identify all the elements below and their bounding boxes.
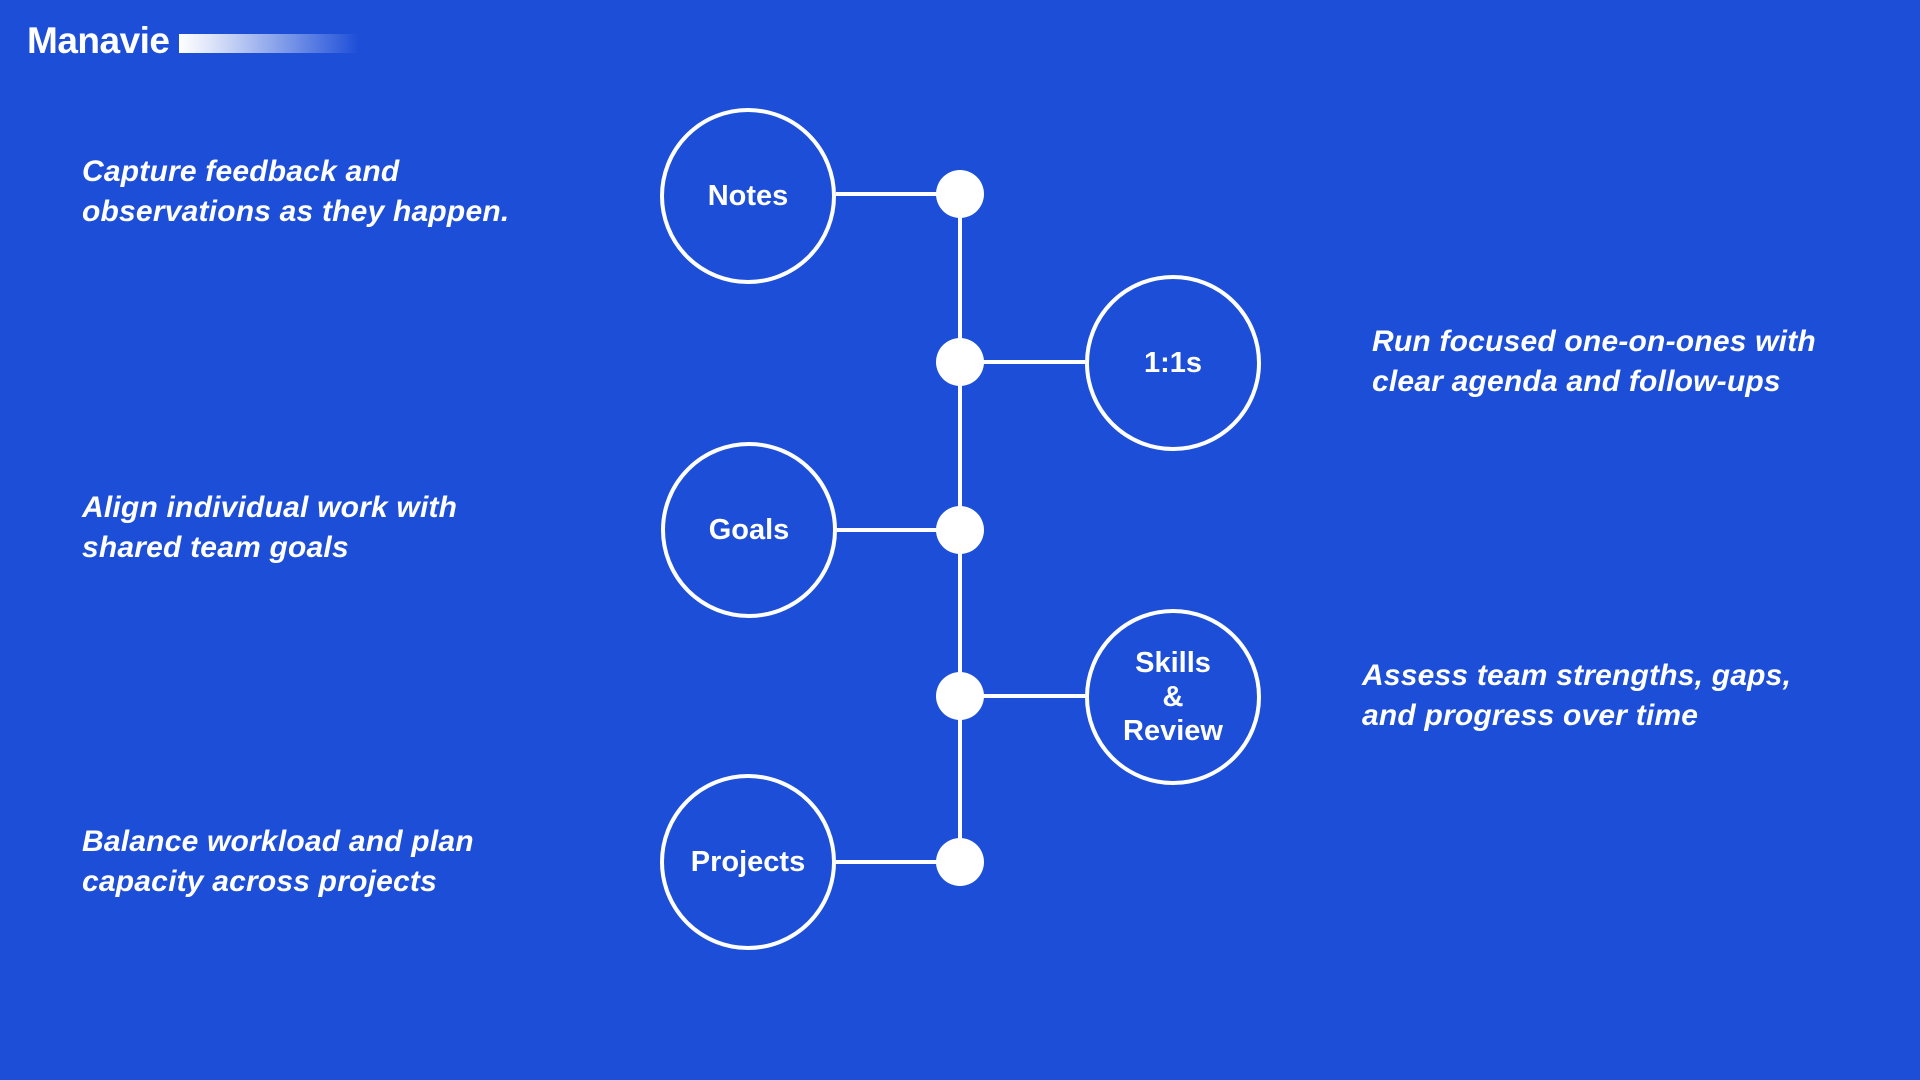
description-notes: Capture feedback and observations as the…: [82, 152, 509, 232]
connector-goals: [837, 528, 960, 532]
connector-one-on-ones: [960, 360, 1085, 364]
node-projects: Projects: [660, 774, 836, 950]
description-skills-review-line-2: and progress over time: [1362, 699, 1699, 732]
connector-skills-review: [960, 694, 1085, 698]
node-notes: Notes: [660, 108, 836, 284]
description-one-on-ones-line-2: clear agenda and follow-ups: [1372, 365, 1781, 398]
description-goals-line-1: Align individual work with: [82, 491, 458, 524]
node-skills-review-label-line-3: Review: [1123, 715, 1223, 747]
description-skills-review: Assess team strengths, gaps, and progres…: [1362, 656, 1791, 736]
description-one-on-ones: Run focused one-on-ones with clear agend…: [1372, 322, 1816, 402]
node-goals-label: Goals: [708, 514, 790, 546]
node-one-on-ones: 1:1s: [1085, 275, 1261, 451]
description-notes-line-1: Capture feedback and: [82, 155, 400, 188]
timeline-dot-projects: [936, 838, 984, 886]
node-goals: Goals: [661, 442, 837, 618]
description-projects-line-1: Balance workload and plan: [82, 825, 474, 858]
node-one-on-ones-label: 1:1s: [1143, 347, 1203, 379]
timeline-dot-one-on-ones: [936, 338, 984, 386]
node-skills-review-label-line-1: Skills: [1135, 647, 1211, 679]
logo-text: Manavie: [27, 20, 170, 61]
description-skills-review-line-1: Assess team strengths, gaps,: [1362, 659, 1792, 692]
description-projects: Balance workload and plan capacity acros…: [82, 822, 474, 902]
logo: Manavie: [27, 22, 359, 59]
logo-gradient-bar: [178, 34, 359, 53]
node-skills-review-label-line-2: &: [1162, 681, 1184, 713]
description-goals-line-2: shared team goals: [82, 531, 349, 564]
description-one-on-ones-line-1: Run focused one-on-ones with: [1372, 325, 1816, 358]
node-notes-label: Notes: [707, 180, 789, 212]
timeline-dot-skills-review: [936, 672, 984, 720]
connector-projects: [836, 860, 960, 864]
description-projects-line-2: capacity across projects: [82, 865, 437, 898]
description-notes-line-2: observations as they happen.: [82, 195, 510, 228]
connector-notes: [836, 192, 960, 196]
timeline-dot-notes: [936, 170, 984, 218]
description-goals: Align individual work with shared team g…: [82, 488, 457, 568]
node-skills-review: Skills & Review: [1085, 609, 1261, 785]
node-projects-label: Projects: [690, 846, 806, 878]
timeline-dot-goals: [936, 506, 984, 554]
